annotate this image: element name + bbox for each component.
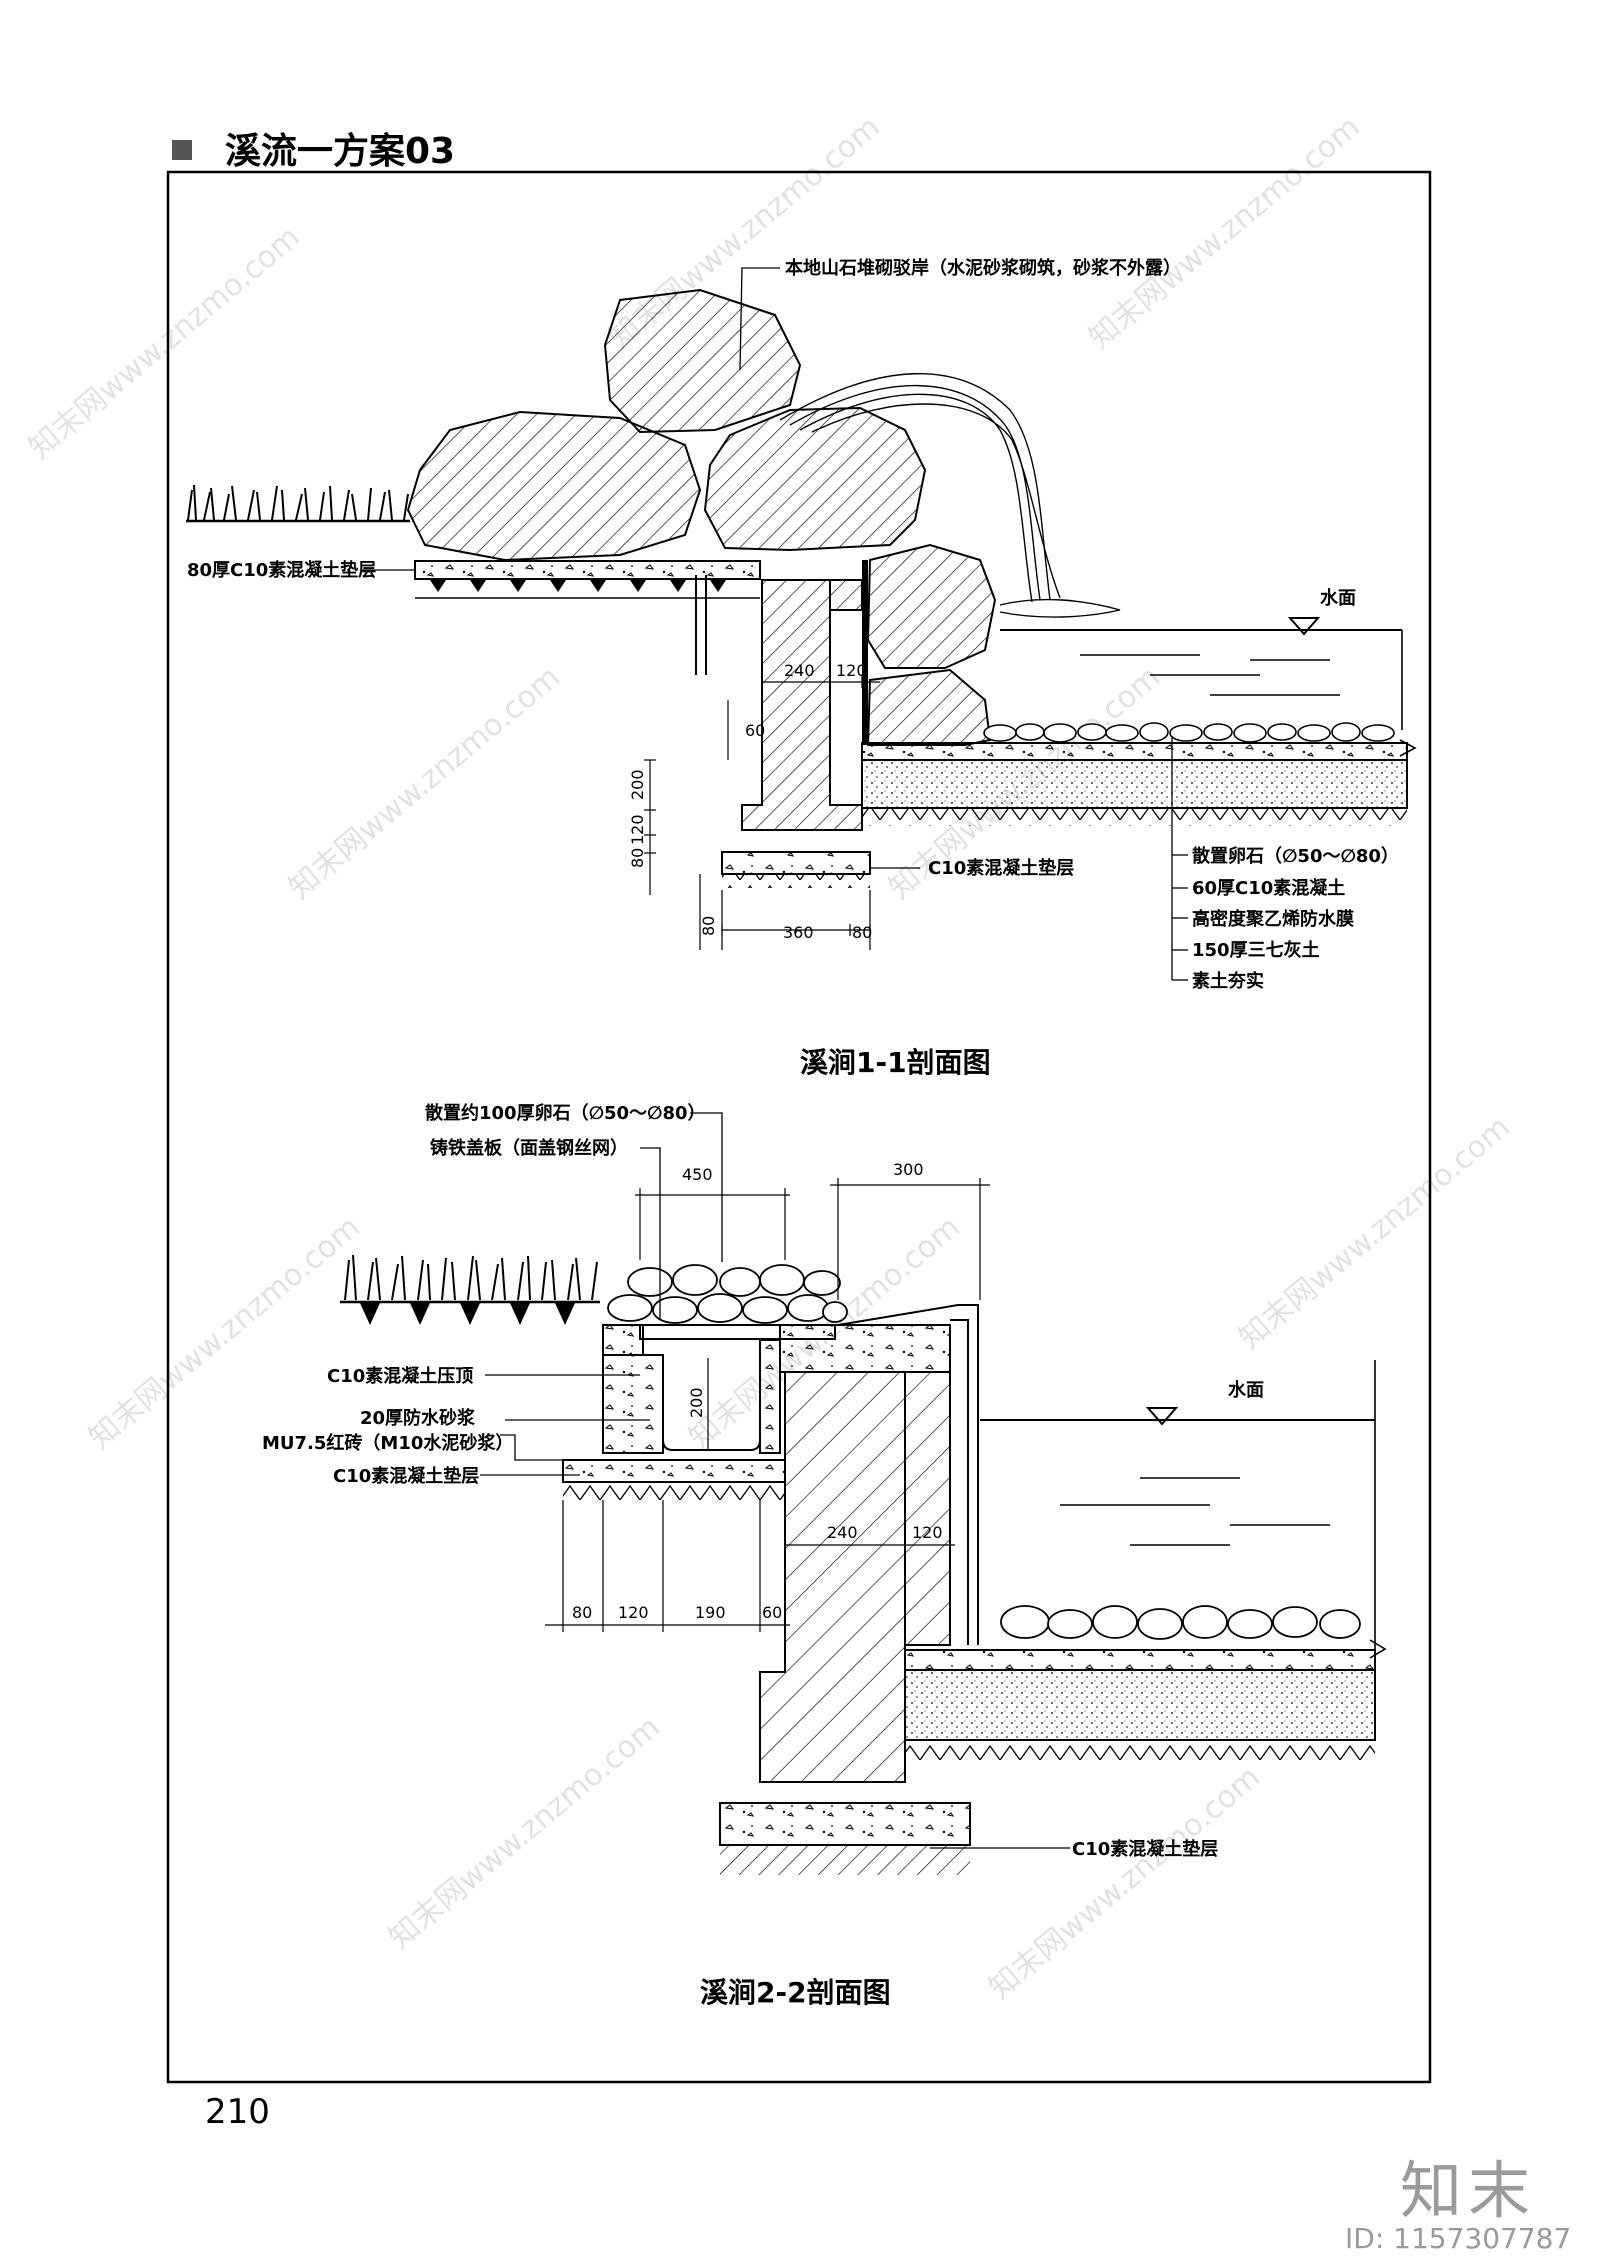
brick-wall-left — [602, 1354, 664, 1454]
dim-240: 240 — [784, 661, 815, 680]
label-membrane: 高密度聚乙烯防水膜 — [1192, 908, 1354, 930]
dim2-450: 450 — [682, 1165, 713, 1184]
rock-left — [406, 410, 702, 562]
label-lime: 150厚三七灰土 — [1192, 939, 1320, 961]
footing-1 — [721, 851, 871, 875]
dim2-240: 240 — [827, 1523, 858, 1542]
svg-text:知末网www.znzmo.com: 知末网www.znzmo.com — [983, 1760, 1267, 2006]
coping-2 — [779, 1324, 951, 1373]
watermark-logo: 知末 — [1400, 2154, 1537, 2227]
dim-80v: 80 — [628, 848, 647, 868]
retaining-wall-2 — [759, 1371, 951, 1783]
dim2-190: 190 — [695, 1603, 726, 1622]
cobbles-3 — [1000, 1605, 1361, 1640]
water-ripples-2 — [1060, 1477, 1330, 1546]
slab-80 — [414, 560, 761, 580]
dim2-120b: 120 — [618, 1603, 649, 1622]
label-footing-1: C10素混凝土垫层 — [928, 857, 1074, 879]
dim-120: 120 — [836, 661, 867, 680]
rock-base — [866, 668, 992, 746]
dim-60: 60 — [745, 721, 765, 740]
retaining-wall-1 — [741, 579, 863, 831]
grass-triangles — [360, 1303, 575, 1325]
lime-soil-150 — [861, 759, 1408, 809]
water-ripples — [1080, 654, 1340, 696]
section-2-drawing: 散置约100厚卵石（∅50～∅80） 铸铁盖板（面盖钢丝网） C10素混凝土压顶… — [262, 1102, 1387, 2009]
label-soil: 素土夯实 — [1192, 970, 1264, 992]
label-water-1: 水面 — [1320, 587, 1356, 609]
drain-channel — [662, 1355, 761, 1451]
header-square-icon — [172, 140, 192, 160]
cap-left — [602, 1324, 644, 1356]
dim-360: 360 — [783, 923, 814, 942]
water-level-icon — [1287, 617, 1321, 636]
svg-text:知末网www.znzmo.com: 知末网www.znzmo.com — [383, 1710, 667, 1956]
cobbles-2 — [607, 1264, 848, 1324]
dim2-120: 120 — [912, 1523, 943, 1542]
dim-200: 200 — [628, 769, 647, 800]
cobbles-1 — [983, 722, 1395, 743]
label-base80: 80厚C10素混凝土垫层 — [187, 559, 376, 581]
rock-right — [703, 406, 927, 552]
slab-triangles — [430, 580, 726, 592]
section2-title: 溪涧2-2剖面图 — [700, 1976, 891, 2009]
label-base-2: C10素混凝土垫层 — [333, 1465, 479, 1487]
footing-2 — [719, 1802, 971, 1846]
label-rock-bank: 本地山石堆砌驳岸（水泥砂浆砌筑，砂浆不外露） — [785, 257, 1181, 279]
compacted-soil — [862, 808, 1407, 826]
dim2-200: 200 — [687, 1387, 706, 1418]
grass-icon-2 — [340, 1254, 600, 1304]
concrete-60 — [861, 742, 1408, 761]
dim-80b: 80 — [852, 923, 872, 942]
dim-80a: 80 — [699, 916, 718, 936]
water-level-icon-2 — [1145, 1407, 1179, 1426]
section-1-drawing: 本地山石堆砌驳岸（水泥砂浆砌筑，砂浆不外露） 80厚C10素混凝土垫层 水面 C… — [186, 257, 1417, 1079]
label-footing-2: C10素混凝土垫层 — [1072, 1838, 1218, 1860]
svg-text:知末网www.znzmo.com: 知末网www.znzmo.com — [83, 1210, 367, 1456]
label-water-2: 水面 — [1228, 1379, 1264, 1401]
base-layer-2b — [904, 1669, 1376, 1741]
label-cover: 铸铁盖板（面盖钢丝网） — [430, 1137, 628, 1159]
brick-wall-right — [759, 1339, 781, 1454]
svg-text:知末网www.znzmo.com: 知末网www.znzmo.com — [1083, 110, 1367, 356]
page-title: 溪流一方案03 — [225, 131, 456, 172]
dim2-80: 80 — [572, 1603, 592, 1622]
water-cascade — [779, 372, 1121, 618]
base-slab-2 — [562, 1459, 786, 1483]
svg-text:知末网www.znzmo.com: 知末网www.znzmo.com — [1233, 1110, 1517, 1356]
base-layer-2a — [904, 1649, 1376, 1671]
label-cap: C10素混凝土压顶 — [327, 1365, 473, 1387]
dim2-60: 60 — [762, 1603, 782, 1622]
outer-frame — [166, 170, 1432, 2084]
label-cobble: 散置卵石（∅50～∅80） — [1192, 845, 1399, 867]
grass-icon — [186, 484, 410, 523]
svg-text:知末网www.znzmo.com: 知末网www.znzmo.com — [23, 220, 307, 466]
watermark-id: ID: 1157307787 — [1345, 2222, 1572, 2255]
rock-lower — [866, 543, 997, 669]
section1-title: 溪涧1-1剖面图 — [800, 1046, 991, 1079]
page-number: 210 — [205, 2092, 270, 2132]
label-cobble100: 散置约100厚卵石（∅50～∅80） — [425, 1102, 706, 1124]
dim2-300: 300 — [893, 1160, 924, 1179]
label-mortar: 20厚防水砂浆 — [360, 1407, 476, 1429]
dim-120v: 120 — [628, 814, 647, 845]
rock-top — [603, 288, 802, 434]
svg-text:知末网www.znzmo.com: 知末网www.znzmo.com — [283, 660, 567, 906]
label-conc60: 60厚C10素混凝土 — [1192, 877, 1345, 899]
label-brick: MU7.5红砖（M10水泥砂浆） — [262, 1432, 513, 1454]
